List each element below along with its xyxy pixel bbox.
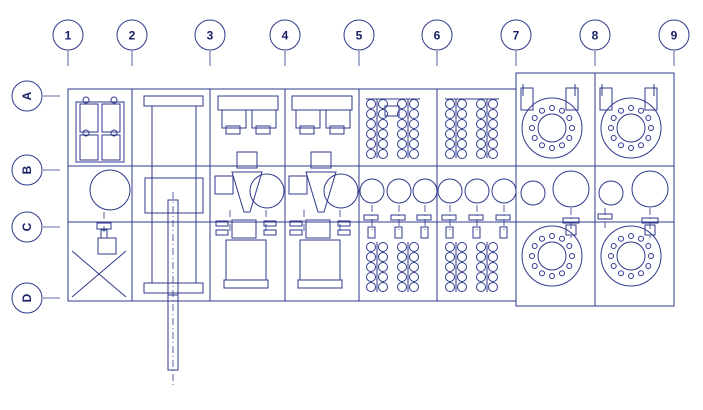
rotary-machine-8-bottom [600, 225, 662, 287]
pumps-c6 [441, 205, 511, 239]
tank-b8-large [631, 170, 669, 208]
rotary-machine-7-top [520, 84, 583, 159]
col-axis-7: 7 [500, 19, 532, 66]
col-label-3: 3 [207, 29, 214, 43]
col-label-7: 7 [513, 29, 520, 43]
bay-3-4 [214, 95, 285, 289]
row-axis-B: B [11, 154, 60, 186]
row-label-B: B [20, 165, 34, 174]
col-axis-2: 2 [116, 19, 148, 66]
cabinet-b3 [214, 175, 234, 195]
col-label-9: 9 [671, 29, 678, 43]
row-label-C: C [20, 222, 34, 231]
tank-b7-small [520, 180, 546, 206]
bay-5-6 [359, 98, 438, 292]
bay-6-7 [437, 98, 517, 292]
col-label-6: 6 [434, 29, 441, 43]
tanks-b5 [359, 178, 438, 204]
column-axis-bubbles: 1 2 3 4 5 6 7 8 9 [52, 19, 690, 66]
bay-7-8 [520, 84, 590, 287]
void-cross [71, 250, 127, 298]
tank-b2 [89, 169, 131, 211]
col-axis-8: 8 [579, 19, 611, 66]
motor-b3 [236, 151, 258, 169]
col-label-8: 8 [592, 29, 599, 43]
cell-array-6-7-bottom [445, 242, 498, 292]
tank-b7-large [552, 170, 590, 208]
row-axis-C: C [11, 211, 60, 243]
hopper-4-5 [305, 171, 337, 213]
tank-b3 [249, 173, 285, 209]
tank-b4 [323, 173, 359, 209]
bay-2-3-crane [143, 95, 204, 385]
row-axis-D: D [11, 282, 60, 314]
bay-1-2 [71, 96, 131, 298]
press-body-4-5 [299, 239, 341, 281]
equipment-block-a [75, 96, 125, 163]
col-axis-1: 1 [52, 19, 84, 66]
tank-b8-small [598, 180, 624, 206]
rotary-machine-8-top [599, 84, 662, 159]
col-axis-9: 9 [658, 19, 690, 66]
press-head-3-4 [231, 219, 257, 239]
press-body-3-4 [225, 239, 267, 281]
hopper-3-4 [231, 171, 263, 213]
col-label-1: 1 [65, 29, 72, 43]
pump-c7 [562, 208, 580, 238]
col-axis-5: 5 [343, 19, 375, 66]
pump-c8 [597, 208, 659, 238]
motor-b4 [310, 151, 332, 169]
row-axis-A: A [11, 80, 60, 112]
col-axis-6: 6 [421, 19, 453, 66]
equipment-3-4-top [217, 95, 279, 135]
pump-c2 [96, 212, 117, 255]
col-label-5: 5 [356, 29, 363, 43]
col-axis-4: 4 [269, 19, 301, 66]
col-label-4: 4 [282, 29, 289, 43]
row-label-D: D [20, 293, 34, 302]
bay-8-9 [597, 84, 669, 287]
cell-array-5-6-bottom [366, 242, 419, 292]
cell-array-5-6-top [366, 98, 420, 159]
cabinet-b4 [288, 175, 308, 195]
bay-4-5 [288, 95, 359, 289]
cell-array-6-7-top [445, 98, 499, 159]
col-axis-3: 3 [194, 19, 226, 66]
press-head-4-5 [305, 219, 331, 239]
pumps-c5 [363, 205, 432, 239]
col-label-2: 2 [129, 29, 136, 43]
equipment-4-5-top [291, 95, 353, 135]
row-axis-bubbles: A B C D [11, 80, 60, 314]
tanks-b6 [437, 178, 517, 204]
row-label-A: A [20, 91, 34, 100]
rotary-machine-7-bottom [521, 225, 583, 287]
